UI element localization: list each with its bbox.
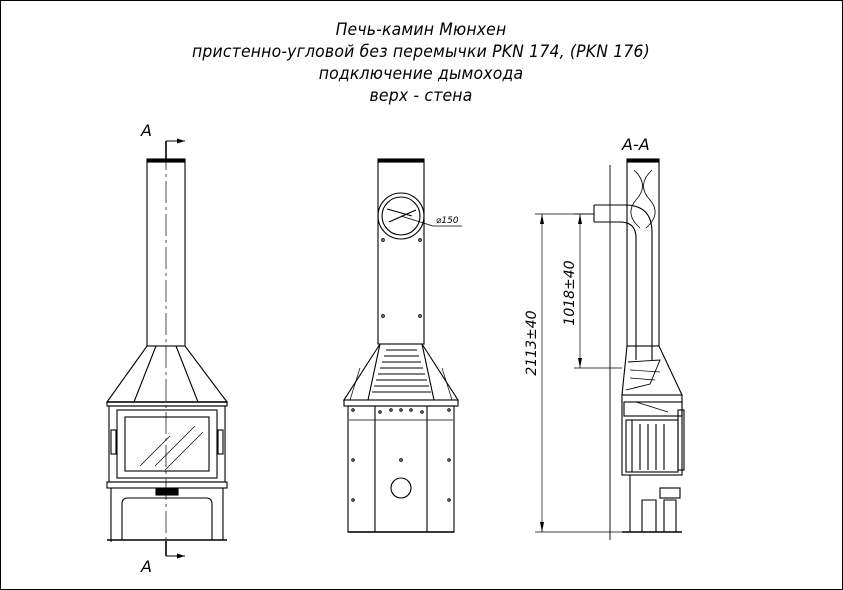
title-line-4: верх - стена: [369, 86, 473, 106]
title-line-3: подключение дымохода: [318, 64, 524, 84]
section-letter-top: А: [140, 121, 152, 140]
section-mark-bottom: А: [140, 541, 185, 576]
title-block: Печь-камин Мюнхен пристенно-угловой без …: [173, 19, 670, 107]
flue-outlet: ⌀150: [377, 192, 462, 240]
title-line-2: пристенно-угловой без перемычки PKN 174,…: [192, 42, 650, 62]
section-mark-top: А: [140, 121, 185, 159]
outlet-height-label: 1018±40: [562, 260, 578, 325]
dimension-outlet: 1018±40: [562, 213, 622, 369]
section-view: А-А: [593, 135, 685, 540]
rear-view: ⌀150: [342, 158, 462, 533]
title-line-1: Печь-камин Мюнхен: [335, 20, 507, 40]
total-height-label: 2113±40: [524, 310, 540, 375]
front-view: А А: [105, 121, 229, 576]
section-label: А-А: [621, 135, 650, 154]
section-letter-bottom: А: [140, 557, 152, 576]
diameter-label: ⌀150: [436, 216, 459, 226]
dimension-total: 2113±40: [524, 213, 622, 533]
